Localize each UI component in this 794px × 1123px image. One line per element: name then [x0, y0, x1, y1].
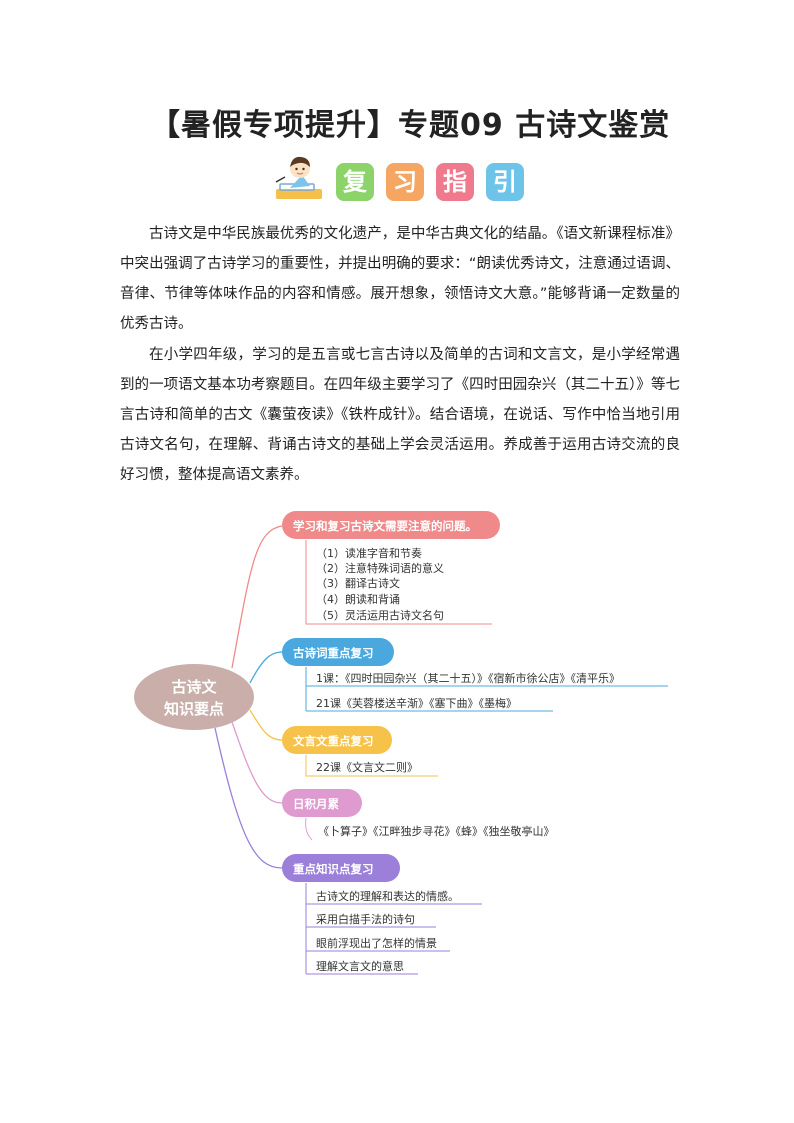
- branch-1-item: （5）灵活运用古诗文名句: [316, 608, 444, 622]
- connector-2: [250, 652, 282, 683]
- branch-5-item: 眼前浮现出了怎样的情景: [316, 936, 437, 950]
- branch-2-item: 1课：《四时田园杂兴（其二十五）》《宿新市徐公店》《清平乐》: [316, 671, 620, 685]
- branch-label-2: 古诗词重点复习: [293, 646, 374, 660]
- branch-3-item: 22课《文言文二则》: [316, 760, 418, 774]
- center-label-line1: 古诗文: [171, 678, 217, 696]
- center-node: [134, 664, 254, 730]
- branch-5-item: 理解文言文的意思: [316, 959, 404, 973]
- branch-label-1: 学习和复习古诗文需要注意的问题。: [293, 519, 477, 533]
- branch-5-item: 采用白描手法的诗句: [316, 912, 415, 926]
- connector-5: [215, 728, 282, 868]
- branch-2-item: 21课《芙蓉楼送辛渐》《塞下曲》《墨梅》: [316, 696, 517, 710]
- branch-1-item: （3）翻译古诗文: [316, 576, 400, 590]
- center-label-line2: 知识要点: [164, 700, 224, 718]
- branch-label-4: 日积月累: [293, 797, 339, 811]
- branch-4-item: 《卜算子》《江畔独步寻花》《蜂》《独坐敬亭山》: [318, 824, 555, 838]
- branch-5-item: 古诗文的理解和表达的情感。: [316, 889, 459, 903]
- branch-label-5: 重点知识点复习: [293, 862, 374, 876]
- connector-3: [250, 710, 282, 740]
- connector-1: [232, 526, 282, 668]
- branch-1-item: （4）朗读和背诵: [316, 592, 400, 606]
- branch-1-item: （1）读准字音和节奏: [316, 546, 422, 560]
- branch-label-3: 文言文重点复习: [293, 734, 374, 748]
- branch-1-item: （2）注意特殊词语的意义: [316, 561, 444, 575]
- connector-4: [232, 722, 282, 803]
